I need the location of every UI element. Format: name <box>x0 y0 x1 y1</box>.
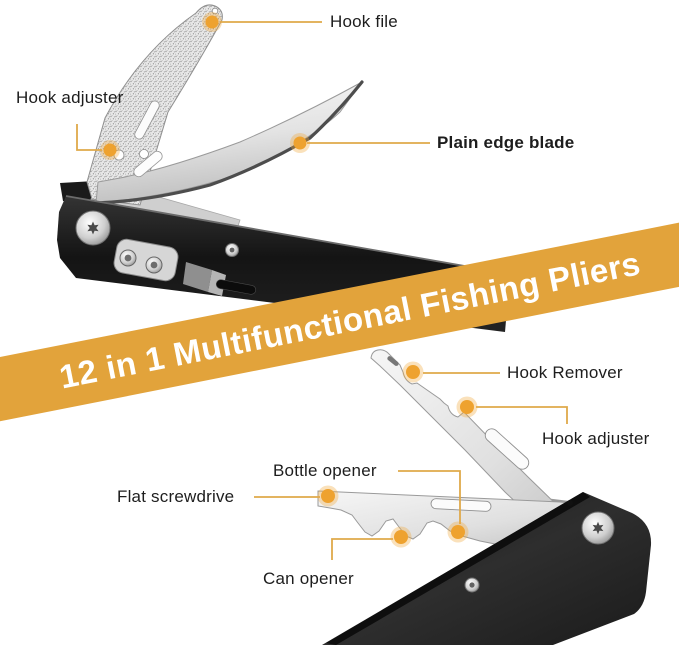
bottom-handle <box>322 492 652 645</box>
callout-label-hook-adjuster-bottom: Hook adjuster <box>542 429 650 448</box>
file-hole <box>139 149 149 159</box>
file-tip-hole <box>211 7 219 15</box>
torx-star-icon <box>592 521 604 535</box>
callout-lines <box>76 21 568 560</box>
handle-plate <box>113 238 179 282</box>
callout-dot-can-opener <box>390 526 412 548</box>
callout-dot-hook-adjuster-top <box>100 140 120 160</box>
leader-line-can-opener <box>331 538 393 560</box>
bottom-tool <box>317 349 652 645</box>
leader-line-bottle-opener <box>398 470 461 524</box>
handle-slot <box>215 279 257 295</box>
bottom-handle-edge <box>326 492 590 645</box>
hook-remover-arm <box>370 349 577 537</box>
callout-dot-hook-remover <box>402 361 424 383</box>
stop-pin <box>567 500 573 506</box>
file-slot <box>134 100 160 140</box>
arm-tip-slot <box>387 356 399 366</box>
callout-label-plain-edge-blade: Plain edge blade <box>437 133 575 152</box>
clip-wedge <box>183 262 212 292</box>
handle-screw-small-core <box>229 247 235 253</box>
callout-label-hook-remover: Hook Remover <box>507 363 623 382</box>
callout-label-can-opener: Can opener <box>263 569 354 588</box>
blade-cutting-edge <box>94 80 364 205</box>
callout-dot-plain-edge-blade <box>290 133 310 153</box>
leader-line-hook-adjuster-bottom <box>476 406 568 424</box>
top-handle-edge-highlight <box>65 195 511 275</box>
callout-dots <box>100 12 478 548</box>
callout-label-hook-adjuster-top: Hook adjuster <box>16 88 124 107</box>
callout-dot-flat-screwdrive <box>317 485 339 507</box>
arm-slot <box>484 428 530 470</box>
torx-star-icon <box>87 221 99 235</box>
callout-label-bottle-opener: Bottle opener <box>273 461 377 480</box>
callout-dot-hook-adjuster-bottom <box>456 396 478 418</box>
plate-rivet-core <box>150 261 158 269</box>
plate-rivet-core <box>124 254 132 262</box>
callout-label-flat-screwdrive: Flat screwdrive <box>117 487 235 506</box>
callout-dot-bottle-opener <box>447 521 469 543</box>
leader-line-hook-adjuster-top <box>76 124 102 151</box>
callout-dot-hook-file <box>202 12 222 32</box>
bottom-handle-screw-core <box>469 582 475 588</box>
blade-thumb-slot <box>133 150 163 178</box>
callout-label-hook-file: Hook file <box>330 12 398 31</box>
